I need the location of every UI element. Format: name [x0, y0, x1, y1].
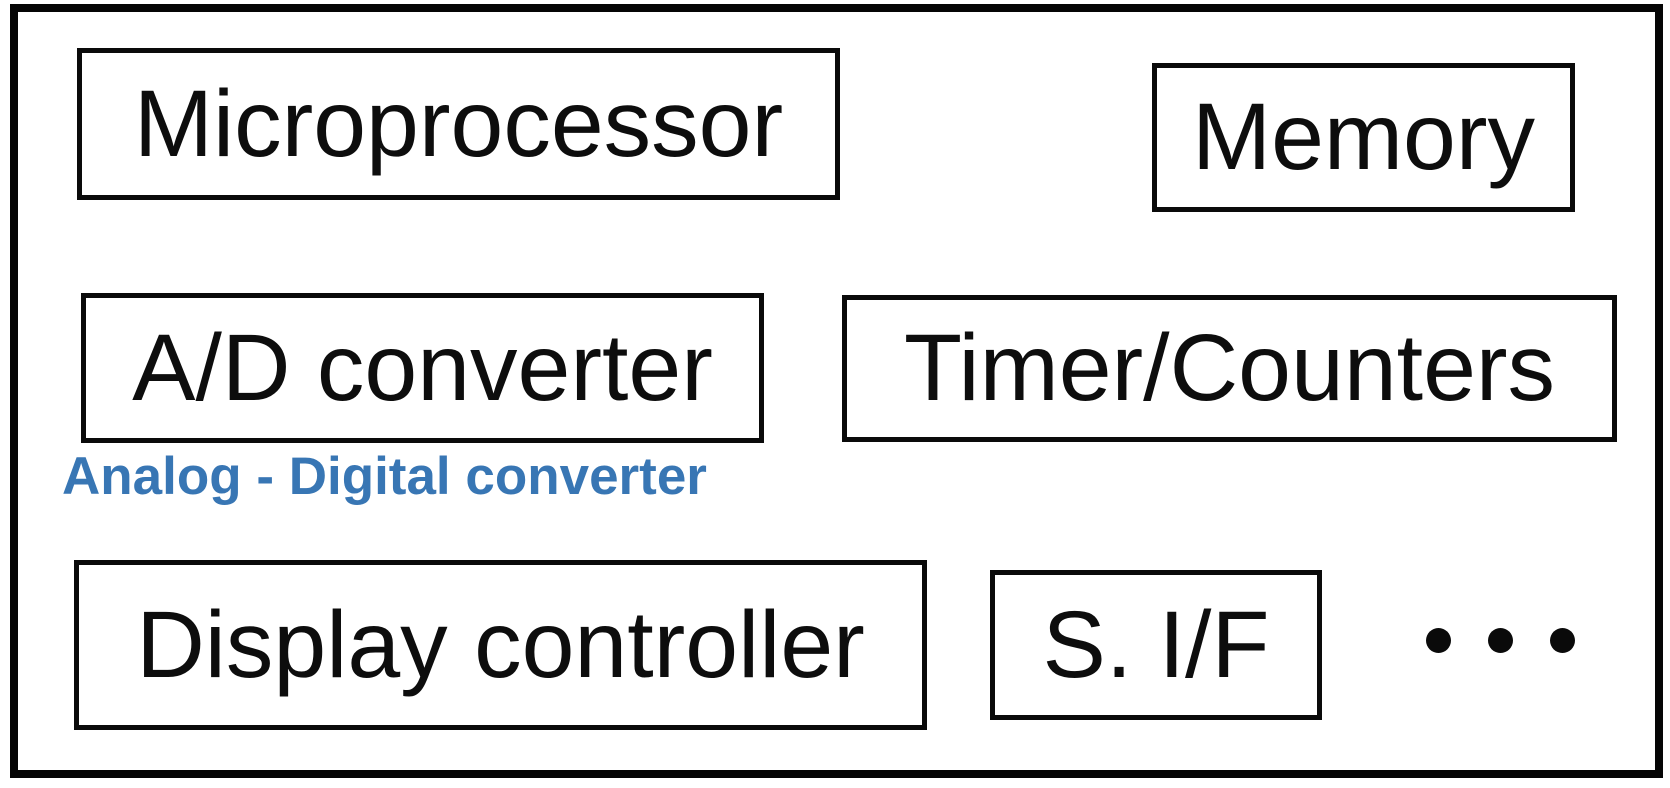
- block-ad-converter: A/D converter: [81, 293, 764, 443]
- block-display-controller: Display controller: [74, 560, 927, 730]
- ellipsis-dot: [1426, 628, 1451, 653]
- block-microprocessor: Microprocessor: [77, 48, 840, 200]
- block-timer-counters: Timer/Counters: [842, 295, 1617, 442]
- ellipsis-dot: [1550, 628, 1575, 653]
- block-serial-interface: S. I/F: [990, 570, 1322, 720]
- block-ad-converter-label: A/D converter: [132, 314, 713, 421]
- block-memory: Memory: [1152, 63, 1575, 212]
- ellipsis-dot: [1488, 628, 1513, 653]
- ad-converter-annotation: Analog - Digital converter: [62, 447, 707, 506]
- more-blocks-ellipsis-icon: [1426, 628, 1575, 653]
- block-serial-interface-label: S. I/F: [1042, 591, 1270, 698]
- block-memory-label: Memory: [1191, 84, 1536, 190]
- block-microprocessor-label: Microprocessor: [133, 70, 784, 177]
- block-display-controller-label: Display controller: [136, 591, 865, 698]
- block-timer-counters-label: Timer/Counters: [903, 315, 1556, 421]
